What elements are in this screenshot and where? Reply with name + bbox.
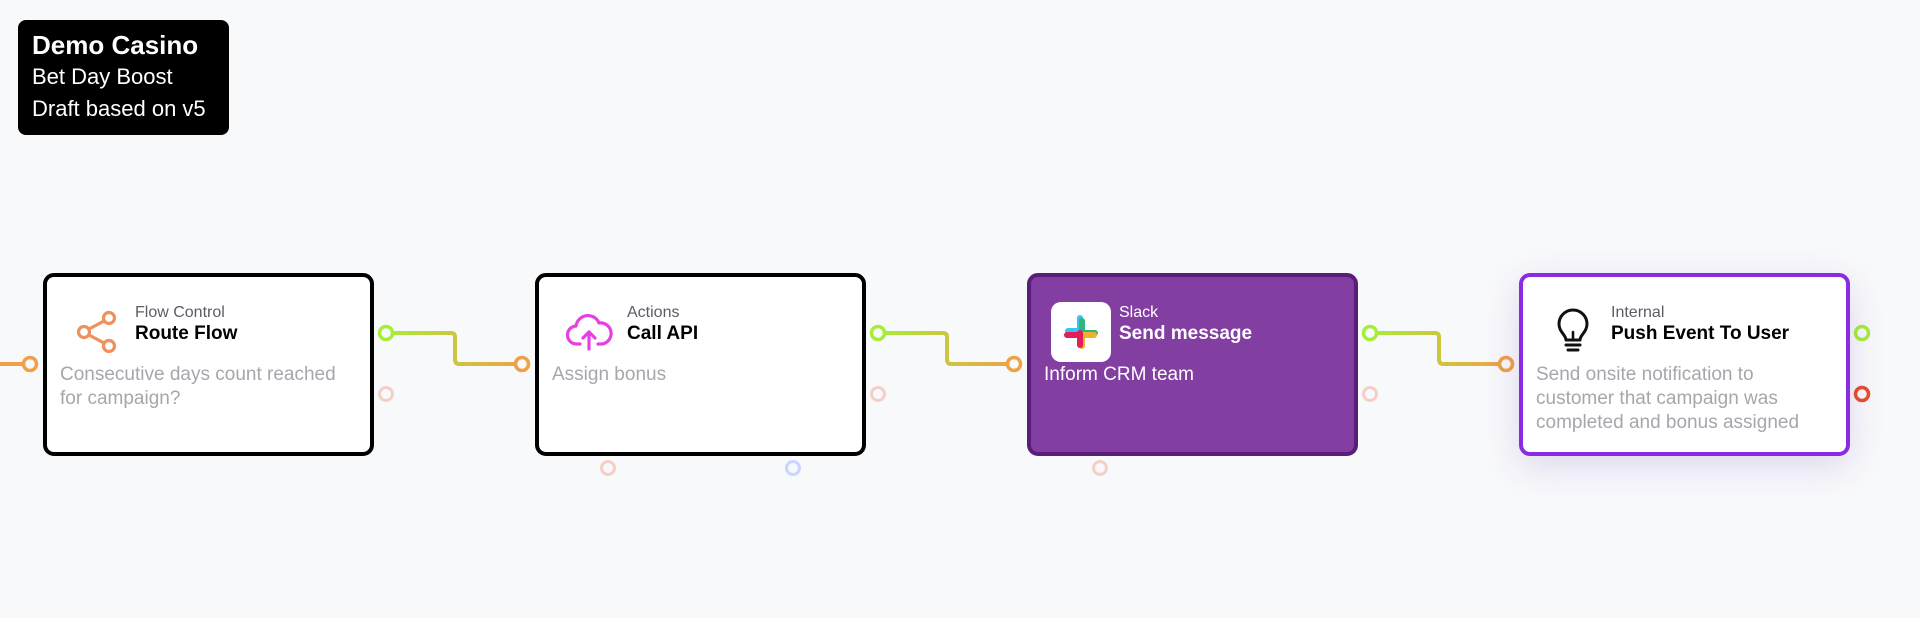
slack-error-port[interactable]	[1362, 386, 1378, 402]
node-description: Consecutive days count reached for campa…	[60, 364, 336, 409]
node-category: Actions	[627, 304, 680, 321]
draft-version: Draft based on v5	[32, 96, 206, 121]
campaign-name: Bet Day Boost	[32, 64, 173, 89]
slack-send-message-node[interactable]: Slack Send message Inform CRM team	[1027, 273, 1358, 456]
route-flow-no-port[interactable]	[378, 386, 394, 402]
call-api-input-port[interactable]	[513, 355, 531, 373]
node-description: Send onsite notification to customer tha…	[1536, 364, 1800, 433]
route-flow-input-port[interactable]	[21, 355, 39, 373]
node-description: Assign bonus	[552, 364, 667, 385]
share-icon	[67, 302, 127, 362]
push-event-success-port[interactable]	[1853, 324, 1871, 342]
connection-slack-to-push	[1376, 331, 1500, 366]
node-category: Slack	[1119, 304, 1159, 321]
push-event-input-port[interactable]	[1497, 355, 1515, 373]
node-title: Call API	[627, 323, 699, 344]
call-api-bottom-port-a[interactable]	[600, 460, 616, 476]
campaign-info-box: Demo Casino Bet Day Boost Draft based on…	[18, 20, 229, 135]
slack-bottom-port[interactable]	[1092, 460, 1108, 476]
workspace-name: Demo Casino	[32, 30, 199, 60]
call-api-bottom-port-b[interactable]	[785, 460, 801, 476]
push-event-node[interactable]: Internal Push Event To User Send onsite …	[1519, 273, 1850, 456]
node-title: Send message	[1119, 323, 1253, 344]
route-flow-node[interactable]: Flow Control Route Flow Consecutive days…	[43, 273, 374, 456]
node-title: Push Event To User	[1611, 323, 1790, 344]
lightbulb-icon	[1543, 302, 1603, 362]
call-api-node[interactable]: Actions Call API Assign bonus	[535, 273, 866, 456]
cloud-upload-icon	[559, 302, 619, 362]
slack-icon	[1051, 302, 1111, 362]
push-event-error-port[interactable]	[1853, 385, 1871, 403]
node-title: Route Flow	[135, 323, 238, 344]
slack-success-port[interactable]	[1361, 324, 1379, 342]
route-flow-yes-port[interactable]	[377, 324, 395, 342]
connection-api-to-slack	[884, 331, 1008, 366]
node-category: Internal	[1611, 304, 1665, 321]
node-description: Inform CRM team	[1044, 364, 1194, 385]
slack-input-port[interactable]	[1005, 355, 1023, 373]
node-category: Flow Control	[135, 304, 225, 321]
connection-route-to-api	[392, 331, 516, 366]
call-api-error-port[interactable]	[870, 386, 886, 402]
call-api-success-port[interactable]	[869, 324, 887, 342]
